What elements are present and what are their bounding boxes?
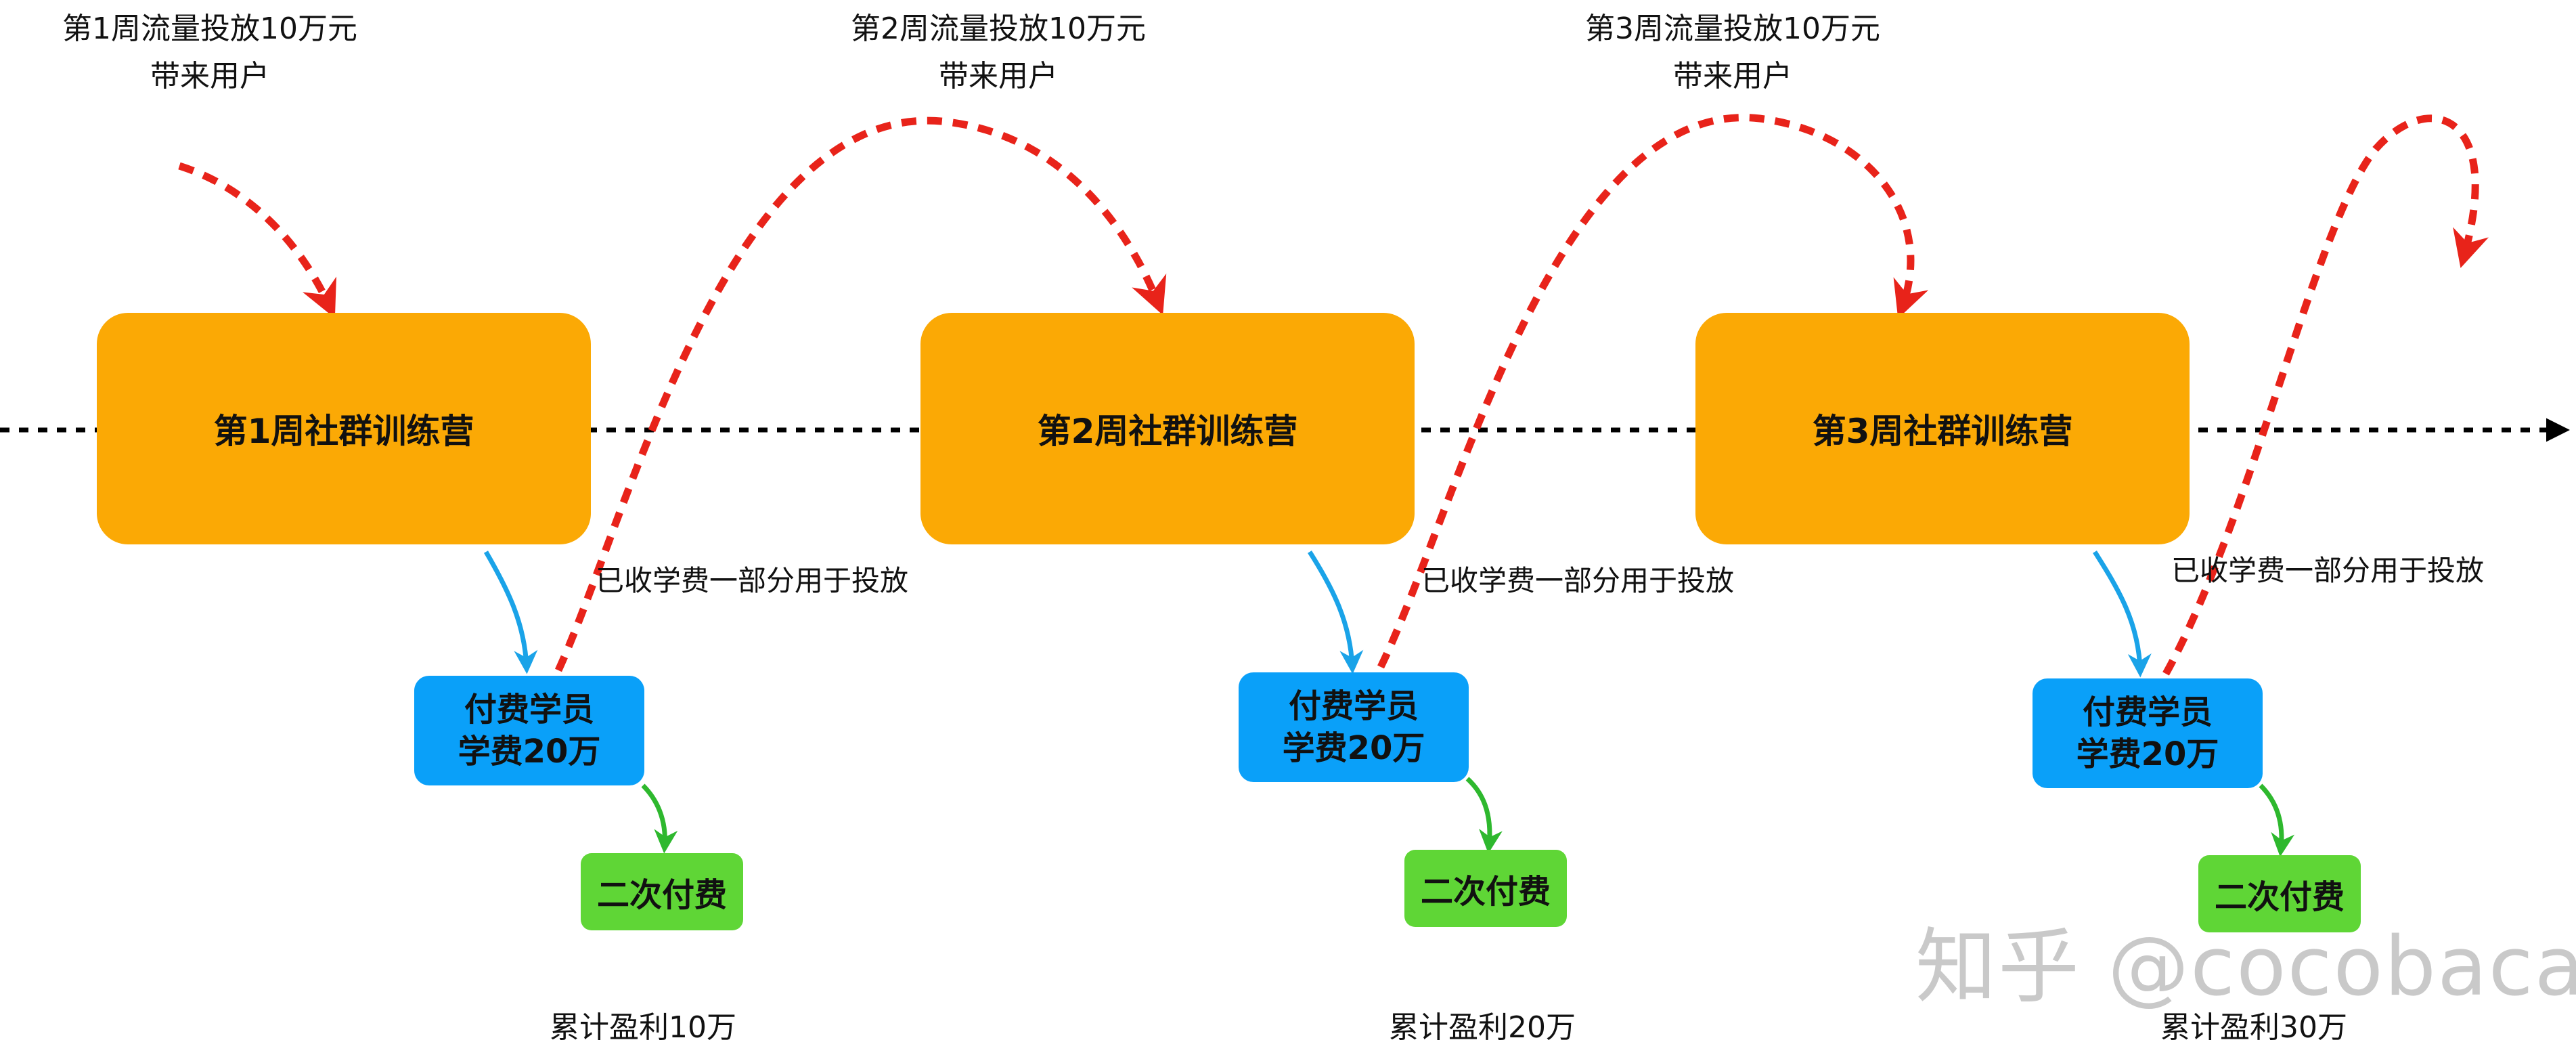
- payer-line-2: 学费20万: [458, 733, 601, 771]
- camp-label: 第2周社群训练营: [1037, 412, 1298, 451]
- payer-line-2: 学费20万: [2076, 735, 2219, 773]
- second-payment-box-week-1: 二次付费: [581, 853, 743, 930]
- paying-students-box-week-1: 付费学员 学费20万: [414, 676, 644, 785]
- camp-to-payer-arrow-1: [483, 550, 538, 674]
- camp-box-week-3: 第3周社群训练营: [1695, 313, 2190, 544]
- camp-box-week-2: 第2周社群训练营: [920, 313, 1415, 544]
- cumulative-profit-week-2: 累计盈利20万: [1389, 1010, 1576, 1045]
- camp-to-payer-arrow-2: [1308, 550, 1364, 674]
- payer-line-1: 付费学员: [464, 691, 594, 729]
- reinvest-note-week-2: 已收学费一部分用于投放: [1421, 564, 1735, 597]
- reinvest-arrow-week-3-onward: [2162, 114, 2489, 676]
- traffic-label-week-2: 第2周流量投放10万元 带来用户: [851, 12, 1146, 93]
- reinvest-note-week-1: 已收学费一部分用于投放: [596, 564, 909, 597]
- payer-to-repay-arrow-3: [2259, 783, 2295, 857]
- traffic-label-week-1: 第1周流量投放10万元 带来用户: [62, 12, 357, 93]
- paying-students-box-week-3: 付费学员 学费20万: [2033, 678, 2263, 788]
- cumulative-profit-week-1: 累计盈利10万: [550, 1010, 736, 1045]
- second-payment-box-week-2: 二次付费: [1404, 850, 1567, 927]
- traffic-arrow-week-1: [178, 162, 336, 319]
- traffic-label-week-3: 第3周流量投放10万元 带来用户: [1585, 12, 1880, 93]
- camp-label: 第1周社群训练营: [213, 412, 474, 451]
- payer-line-2: 学费20万: [1282, 729, 1425, 767]
- payer-to-repay-arrow-1: [641, 783, 678, 854]
- camp-box-week-1: 第1周社群训练营: [97, 313, 591, 544]
- camp-to-payer-arrow-3: [2093, 550, 2152, 678]
- second-payment-box-week-3: 二次付费: [2198, 855, 2361, 932]
- payer-line-1: 付费学员: [2082, 693, 2213, 731]
- camp-label: 第3周社群训练营: [1812, 412, 2073, 451]
- watermark: 知乎 @cocobaca: [1915, 920, 2576, 1014]
- reinvest-note-week-3: 已收学费一部分用于投放: [2171, 554, 2485, 587]
- payer-to-repay-arrow-2: [1465, 777, 1503, 854]
- paying-students-box-week-2: 付费学员 学费20万: [1239, 672, 1469, 782]
- cumulative-profit-week-3: 累计盈利30万: [2160, 1010, 2347, 1045]
- reinvest-arrow-week-1-to-2: [554, 116, 1167, 672]
- payer-line-1: 付费学员: [1288, 687, 1419, 725]
